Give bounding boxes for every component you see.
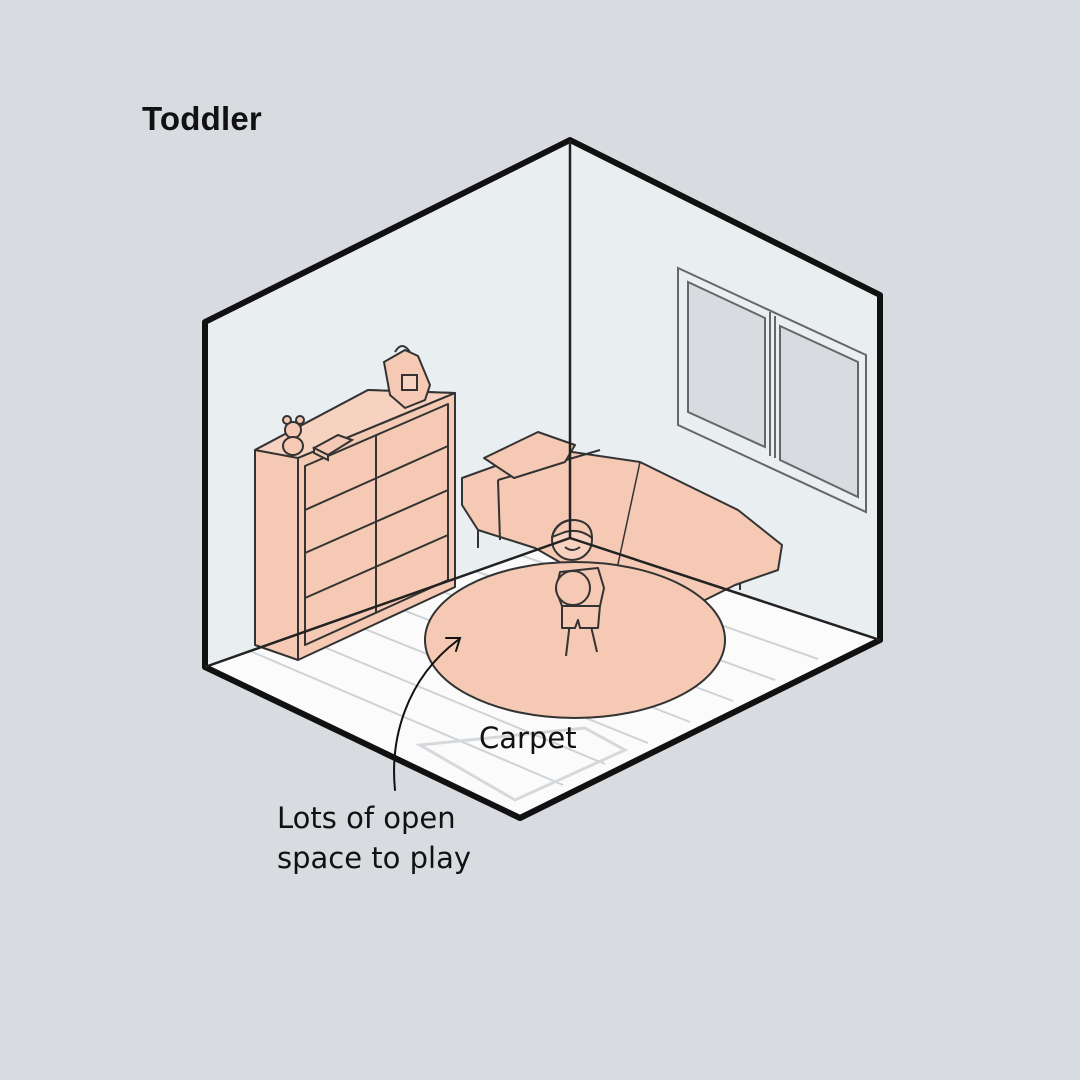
bed [461,431,783,637]
carpet-label: Carpet [479,721,577,755]
floor-rug-outline [415,726,629,802]
open-space-label: Lots of open space to play [277,798,537,878]
teddy-bear [282,415,305,456]
round-carpet [424,561,726,719]
toddler-figure [551,519,605,657]
window [677,266,867,514]
backpack [382,345,432,410]
ball [555,570,591,606]
open-space-label-line2: space to play [277,841,472,875]
dresser [254,389,456,661]
open-space-label-line1: Lots of open [277,801,456,835]
book [311,433,355,462]
annotation-arrow [393,637,462,791]
page-title: Toddler [142,100,262,137]
